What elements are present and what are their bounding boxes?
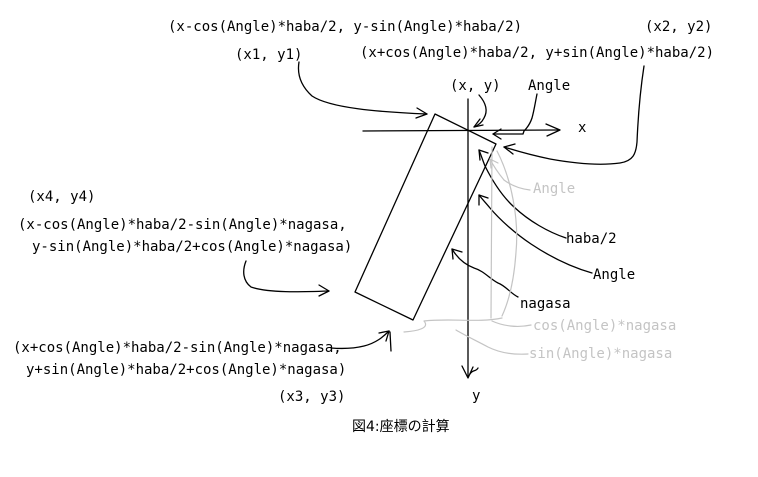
point-x3y3-label: (x3, y3) (278, 389, 346, 405)
y-axis-arrowhead (461, 365, 479, 379)
formula-p4-line2: y-sin(Angle)*haba/2+cos(Angle)*nagasa) (32, 239, 353, 255)
angle-right-label: Angle (593, 267, 636, 283)
leader-angle-top-arrowhead (492, 128, 502, 140)
point-x4y4-label: (x4, y4) (28, 189, 96, 205)
point-center-label: (x, y) (450, 78, 501, 94)
leader-angle-top (492, 93, 538, 135)
x-axis-arrowhead (545, 123, 561, 137)
leader-x1y1 (297, 61, 428, 115)
formula-p2-label: (x+cos(Angle)*haba/2, y+sin(Angle)*haba/… (360, 45, 715, 61)
leader-xy-arrowhead (473, 118, 484, 128)
y-axis-label: y (472, 388, 481, 404)
leader-x2y2-arrowhead (503, 143, 516, 155)
rotated-rectangle (354, 113, 497, 321)
ghost-rect-bottom-edge (403, 317, 503, 333)
leader-angle-right (478, 194, 593, 274)
haba-half-label: haba/2 (566, 231, 617, 247)
x-axis-label: x (578, 120, 587, 136)
sin-nagasa-label: sin(Angle)*nagasa (529, 346, 673, 362)
formula-p3-line1: (x+cos(Angle)*haba/2-sin(Angle)*nagasa, (13, 340, 342, 356)
cos-nagasa-label: cos(Angle)*nagasa (533, 318, 677, 334)
leader-x2y2 (503, 65, 645, 165)
leader-angle-right-arrowhead (478, 194, 489, 206)
leader-x3y3-arrowhead (378, 330, 392, 352)
leader-angle-gray (503, 179, 531, 191)
ghost-angle-arc (489, 158, 505, 181)
leader-x3y3 (330, 330, 390, 350)
point-x1y1-label: (x1, y1) (235, 47, 303, 63)
leader-haba-half-arrowhead (478, 149, 489, 161)
leader-haba-half (478, 149, 567, 239)
leader-xy (473, 94, 487, 128)
figure-caption: 図4:座標の計算 (352, 419, 450, 435)
angle-top-label: Angle (528, 78, 571, 94)
formula-p4-line1: (x-cos(Angle)*haba/2-sin(Angle)*nagasa, (18, 217, 347, 233)
ghost-angle-arc-arrowhead (489, 158, 499, 169)
angle-gray-label: Angle (533, 181, 576, 197)
leader-x4y4 (243, 260, 330, 293)
ghost-rect-left-edge (490, 146, 493, 319)
leader-nagasa-arrowhead (451, 248, 463, 260)
leader-sin-nagasa (455, 329, 529, 355)
nagasa-label: nagasa (520, 296, 571, 312)
formula-p3-line2: y+sin(Angle)*haba/2+cos(Angle)*nagasa) (26, 362, 347, 378)
leader-nagasa (451, 248, 519, 298)
leader-cos-nagasa (491, 320, 532, 327)
leader-x4y4-arrowhead (318, 284, 330, 297)
leader-x1y1-arrowhead (415, 107, 428, 119)
formula-p1-label: (x-cos(Angle)*haba/2, y-sin(Angle)*haba/… (168, 19, 523, 35)
point-x2y2-label: (x2, y2) (645, 19, 713, 35)
x-axis (362, 129, 559, 132)
ghost-rect-right-edge (496, 150, 518, 317)
